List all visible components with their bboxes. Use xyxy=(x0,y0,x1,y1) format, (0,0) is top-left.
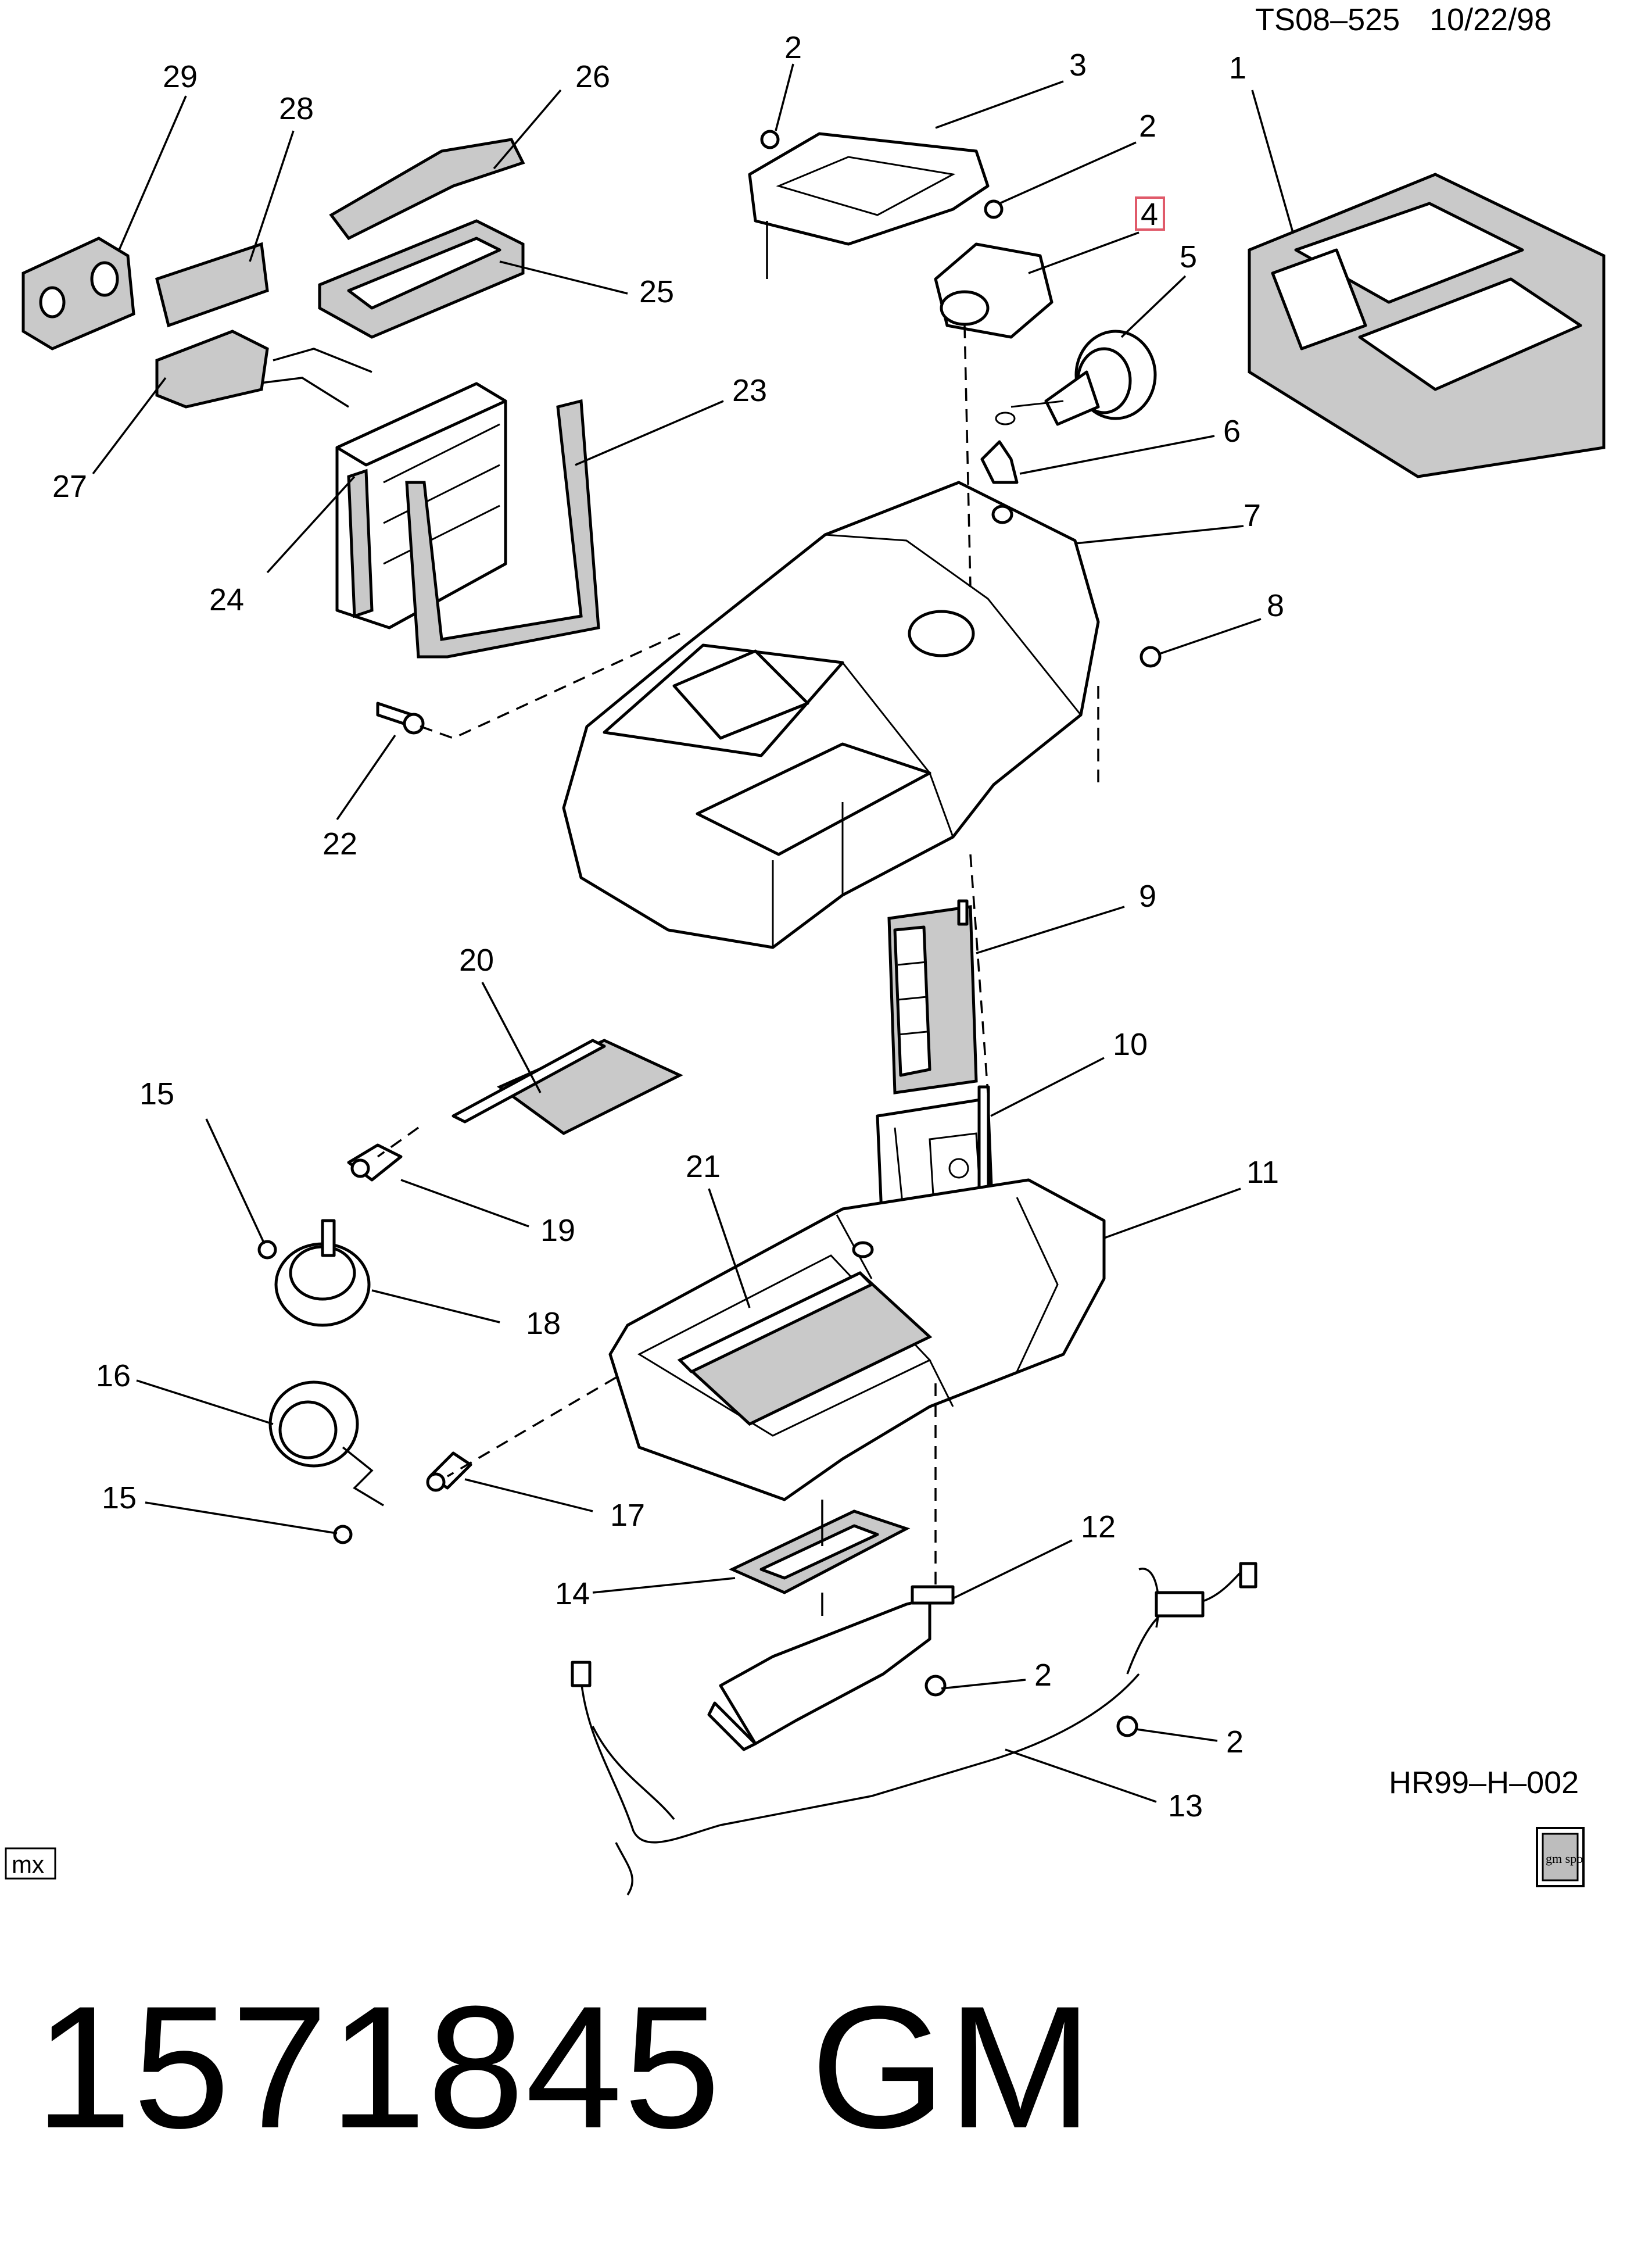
callout-22: 22 xyxy=(322,827,357,861)
part-18-actuator xyxy=(274,1219,371,1327)
corner-label: mx xyxy=(12,1851,44,1878)
callout-25: 25 xyxy=(639,274,674,309)
part-29-seal xyxy=(21,237,135,350)
part-13-harness xyxy=(571,1562,1257,1895)
callout-24: 24 xyxy=(209,582,244,617)
callout-3: 3 xyxy=(1069,48,1087,83)
callout-15-upper: 15 xyxy=(139,1076,174,1111)
gm-spo-logo: gm spo xyxy=(1536,1827,1585,1887)
callout-20: 20 xyxy=(459,943,494,978)
callout-1: 1 xyxy=(1229,51,1246,85)
callout-2-bottom: 2 xyxy=(1226,1725,1244,1759)
callout-2-upper: 2 xyxy=(1139,109,1156,144)
callout-11: 11 xyxy=(1246,1155,1279,1190)
leader-lines xyxy=(92,63,1294,1803)
brand: GM xyxy=(811,1969,1094,2165)
callout-19: 19 xyxy=(540,1213,575,1248)
header-code: TS08–525 xyxy=(1255,2,1400,37)
callout-5: 5 xyxy=(1180,239,1197,274)
part-27-seal xyxy=(155,330,269,409)
callout-8: 8 xyxy=(1267,588,1284,623)
callout-2-lower: 2 xyxy=(1034,1658,1052,1693)
callout-10: 10 xyxy=(1113,1027,1148,1062)
part-4-actuator xyxy=(934,242,1054,339)
callout-9: 9 xyxy=(1139,879,1156,914)
callout-2-top: 2 xyxy=(784,30,802,65)
callout-7: 7 xyxy=(1244,498,1261,533)
callout-4: 4 xyxy=(1141,197,1158,232)
callout-17: 17 xyxy=(610,1498,645,1533)
callout-4-highlight xyxy=(1135,196,1165,231)
callouts: 29 28 26 25 27 24 23 2 3 2 4 5 1 6 7 8 2… xyxy=(52,30,1284,1823)
part-21-evaporator xyxy=(677,1241,933,1426)
part-23-seal xyxy=(405,399,600,659)
callout-15-lower: 15 xyxy=(102,1480,137,1515)
part-17-arm xyxy=(426,1451,472,1492)
callout-21: 21 xyxy=(686,1149,721,1184)
callout-29: 29 xyxy=(163,59,198,94)
part-3-cover xyxy=(748,132,990,279)
part-20-door xyxy=(451,1039,683,1135)
callout-18: 18 xyxy=(526,1306,561,1341)
part-19-arm xyxy=(347,1143,403,1182)
part-24-heater-core xyxy=(255,348,507,629)
corner-label-box xyxy=(5,1847,56,1880)
callout-16: 16 xyxy=(96,1358,131,1393)
part-25-seal xyxy=(318,219,525,339)
part-1-seal xyxy=(1248,173,1606,478)
part-6-bracket xyxy=(980,412,1019,484)
part-26-seal xyxy=(329,138,525,241)
part-5-motor xyxy=(1010,330,1157,426)
callout-6: 6 xyxy=(1223,414,1241,449)
part-28-seal xyxy=(155,242,269,328)
part-9-filter xyxy=(887,899,978,1094)
callout-12: 12 xyxy=(1081,1509,1116,1544)
callout-13: 13 xyxy=(1168,1788,1203,1823)
part-14-seal xyxy=(729,1500,911,1616)
part-7-upper-case xyxy=(562,481,1100,949)
callout-26: 26 xyxy=(575,59,610,94)
part-number: 1571845 xyxy=(35,1969,722,2165)
callout-23: 23 xyxy=(732,373,767,408)
callout-28: 28 xyxy=(279,91,314,126)
figure-code: HR99–H–002 xyxy=(1389,1765,1579,1800)
logo-text: gm spo xyxy=(1546,1851,1583,1866)
callout-14: 14 xyxy=(555,1576,590,1611)
part-12-bracket xyxy=(707,1585,955,1751)
part-16-actuator xyxy=(268,1380,384,1507)
callout-27: 27 xyxy=(52,469,87,504)
fasteners xyxy=(257,130,1162,1737)
header-date: 10/22/98 xyxy=(1429,2,1551,37)
